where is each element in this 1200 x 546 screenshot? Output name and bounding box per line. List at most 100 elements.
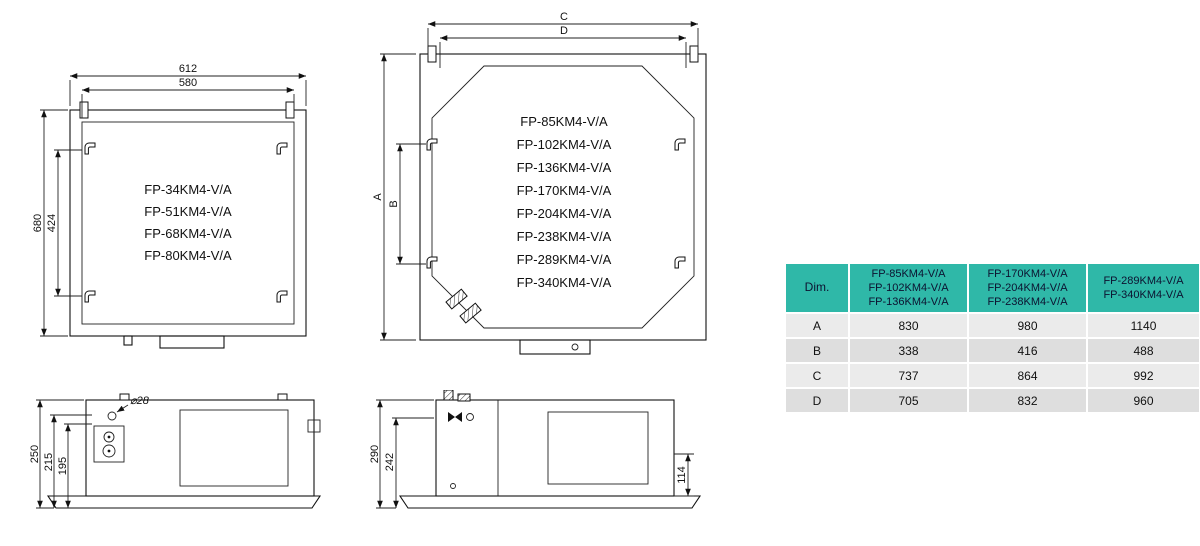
model-name: FP-289KM4-V/A	[1103, 274, 1184, 287]
cell-dim: A	[786, 314, 848, 337]
drain-hole-icon	[107, 411, 117, 421]
hanger-tab-icon	[119, 393, 130, 401]
cassette-large-top-svg: C D A B FP-85KM4-V/A FP-102KM4-V/A FP-13…	[372, 11, 707, 355]
model-label: FP-289KM4-V/A	[517, 252, 612, 267]
ceiling-panel	[46, 495, 322, 509]
drain-diameter-label: ⌀28	[130, 395, 150, 407]
cell-value: 416	[969, 339, 1086, 362]
drawing-cassette-small-top-view: 612 580 680 424 FP-34KM4-V/A FP-51KM4-V/…	[28, 58, 346, 364]
dim-label-mid-height: 215	[43, 453, 55, 471]
drawing-cassette-large-top-view: C D A B FP-85KM4-V/A FP-102KM4-V/A FP-13…	[368, 10, 720, 362]
model-label: FP-170KM4-V/A	[517, 183, 612, 198]
cell-value: 1140	[1088, 314, 1199, 337]
dim-label-right-height: 114	[676, 466, 688, 484]
dimension-lines	[36, 399, 129, 509]
drain-pan-tab	[159, 335, 225, 349]
dimension-table: Dim. FP-85KM4-V/A FP-102KM4-V/A FP-136KM…	[786, 264, 1199, 412]
hanger-bracket-icon	[276, 290, 288, 303]
model-name: FP-85KM4-V/A	[871, 267, 946, 280]
drain-outlet-icon	[450, 483, 456, 489]
dim-label-inner-width: 580	[179, 77, 197, 89]
model-label: FP-34KM4-V/A	[144, 182, 232, 197]
model-name: FP-102KM4-V/A	[868, 281, 949, 294]
model-label: FP-85KM4-V/A	[520, 114, 608, 129]
unit-body	[398, 390, 702, 509]
bracket-icon	[307, 419, 321, 433]
dim-label-outer-width: C	[560, 11, 568, 23]
dim-label-total-height: 290	[369, 445, 381, 463]
model-name: FP-136KM4-V/A	[868, 296, 949, 309]
model-label: FP-102KM4-V/A	[517, 137, 612, 152]
cell-value: 960	[1088, 389, 1199, 412]
table-header-group-1: FP-85KM4-V/A FP-102KM4-V/A FP-136KM4-V/A	[850, 264, 967, 312]
pipe-connection-icon	[457, 393, 471, 402]
dimension-lines	[380, 21, 699, 341]
pipe-connection-icon	[445, 288, 468, 310]
model-list: FP-34KM4-V/A FP-51KM4-V/A FP-68KM4-V/A F…	[144, 182, 232, 263]
model-name: FP-204KM4-V/A	[987, 281, 1068, 294]
hanger-tab-icon	[79, 101, 89, 119]
model-name: FP-170KM4-V/A	[987, 267, 1068, 280]
cell-value: 338	[850, 339, 967, 362]
drain-outlet-icon	[571, 343, 579, 351]
hanger-bracket-icon	[674, 138, 686, 151]
model-label: FP-204KM4-V/A	[517, 206, 612, 221]
cassette-small-top-svg: 612 580 680 424 FP-34KM4-V/A FP-51KM4-V/…	[32, 63, 307, 349]
unit-body	[46, 393, 322, 509]
dim-label-outer-width: 612	[179, 63, 197, 75]
cell-value: 832	[969, 389, 1086, 412]
hanger-tab-icon	[689, 45, 699, 63]
model-label: FP-238KM4-V/A	[517, 229, 612, 244]
drain-stub	[123, 335, 133, 346]
model-label: FP-51KM4-V/A	[144, 204, 232, 219]
cell-dim: C	[786, 364, 848, 387]
cell-value: 864	[969, 364, 1086, 387]
hanger-tab-icon	[285, 101, 295, 119]
dim-label-inner-width: D	[560, 25, 568, 37]
hanger-tab-icon	[277, 393, 288, 401]
model-label: FP-136KM4-V/A	[517, 160, 612, 175]
pipe-connection-icon	[459, 302, 482, 324]
hanger-bracket-icon	[84, 290, 96, 303]
side-view-small-svg: 250 215 195 ⌀28	[29, 393, 322, 509]
drain-pan-tab	[519, 339, 591, 355]
water-pipe-icon	[103, 431, 115, 443]
ceiling-panel	[398, 495, 702, 509]
cell-value: 488	[1088, 339, 1199, 362]
model-name: FP-238KM4-V/A	[987, 296, 1068, 309]
pipe-box	[93, 425, 125, 463]
dim-label-total-height: 250	[29, 445, 41, 463]
drain-hole-icon	[466, 413, 474, 421]
cell-dim: D	[786, 389, 848, 412]
unit-body	[69, 101, 307, 349]
drawing-side-view-large: 290 242 114	[368, 390, 723, 528]
cell-value: 992	[1088, 364, 1199, 387]
dimension-lines	[376, 399, 694, 509]
dim-label-inner-height: 195	[57, 457, 69, 475]
dim-label-hanger-height: B	[388, 200, 400, 207]
drawing-side-view-small: 250 215 195 ⌀28	[28, 390, 340, 528]
dim-label-outer-height: 680	[32, 214, 44, 232]
dim-label-hanger-height: 424	[46, 214, 58, 232]
cell-value: 980	[969, 314, 1086, 337]
table-header-group-2: FP-170KM4-V/A FP-204KM4-V/A FP-238KM4-V/…	[969, 264, 1086, 312]
hanger-bracket-icon	[276, 142, 288, 155]
cell-value: 830	[850, 314, 967, 337]
dim-label-mid-height: 242	[384, 453, 396, 471]
hanger-bracket-icon	[674, 256, 686, 269]
valve-icon	[448, 412, 462, 422]
model-name: FP-340KM4-V/A	[1103, 289, 1184, 301]
fan-section	[179, 409, 289, 487]
side-view-large-svg: 290 242 114	[369, 390, 702, 509]
model-list: FP-85KM4-V/A FP-102KM4-V/A FP-136KM4-V/A…	[517, 114, 612, 290]
fan-section	[547, 411, 649, 485]
hanger-bracket-icon	[84, 142, 96, 155]
cell-value: 737	[850, 364, 967, 387]
model-label: FP-340KM4-V/A	[517, 275, 612, 290]
leader-line	[116, 404, 129, 413]
table-header-group-3: FP-289KM4-V/A FP-340KM4-V/A	[1088, 264, 1199, 312]
hanger-tab-icon	[427, 45, 437, 63]
cell-dim: B	[786, 339, 848, 362]
model-label: FP-68KM4-V/A	[144, 226, 232, 241]
